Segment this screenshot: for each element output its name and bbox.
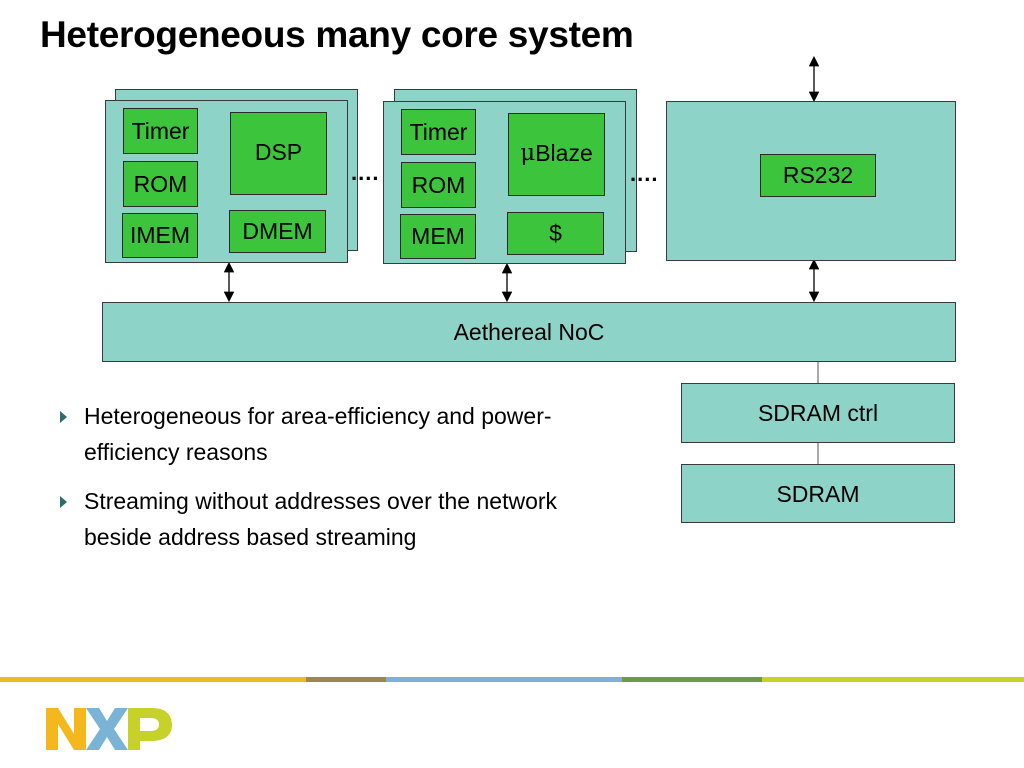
timer-label: Timer [409,118,468,145]
mem-box: MEM [400,214,476,259]
blaze-label: Blaze [535,140,593,166]
dmem-box: DMEM [229,210,326,253]
noc-label: Aethereal NoC [453,318,605,345]
rs232-label: RS232 [782,162,854,188]
footer-stripe-4 [622,677,762,682]
footer-stripe-1 [0,677,306,682]
timer-box: Timer [123,108,198,154]
noc-bar: Aethereal NoC [102,302,956,362]
bullet-text: Streaming without addresses over the net… [84,488,558,550]
timer-box: Timer [401,109,476,155]
bullet-list: Heterogeneous for area-efficiency and po… [60,398,620,568]
ellipsis-2: .... [630,161,659,186]
nxp-logo [46,708,172,750]
dmem-label: DMEM [242,218,313,244]
cache-box: $ [507,212,604,255]
bullet-text: Heterogeneous for area-efficiency and po… [84,403,552,465]
mem-label: MEM [411,223,465,249]
bullet-arrow-icon [60,411,67,423]
dsp-tile: Timer ROM IMEM DSP DMEM [105,100,348,263]
dsp-box: DSP [230,112,327,195]
rs232-box: RS232 [760,154,876,197]
bullet-item: Heterogeneous for area-efficiency and po… [60,398,620,470]
footer-stripe-2 [306,677,386,682]
sdram-label: SDRAM [776,481,860,507]
slide-title: Heterogeneous many core system [40,14,634,55]
imem-label: IMEM [129,222,191,248]
timer-label: Timer [131,117,190,144]
mu-symbol: μ [520,140,536,166]
ellipsis-1: .... [351,160,380,185]
sdram-box: SDRAM [681,464,955,523]
rom-box: ROM [401,162,476,208]
cache-label: $ [549,220,562,246]
rom-label: ROM [411,171,466,198]
dsp-label: DSP [254,139,303,165]
sdram-ctrl-label: SDRAM ctrl [757,399,879,426]
footer-stripe-3 [386,677,622,682]
footer-stripe-5 [762,677,1024,682]
bullet-arrow-icon [60,496,67,508]
sdram-ctrl-box: SDRAM ctrl [681,383,955,443]
bullet-item: Streaming without addresses over the net… [60,483,620,555]
imem-box: IMEM [122,213,198,258]
rom-box: ROM [123,161,198,207]
rom-label: ROM [133,170,188,197]
io-tile: RS232 [666,101,956,261]
